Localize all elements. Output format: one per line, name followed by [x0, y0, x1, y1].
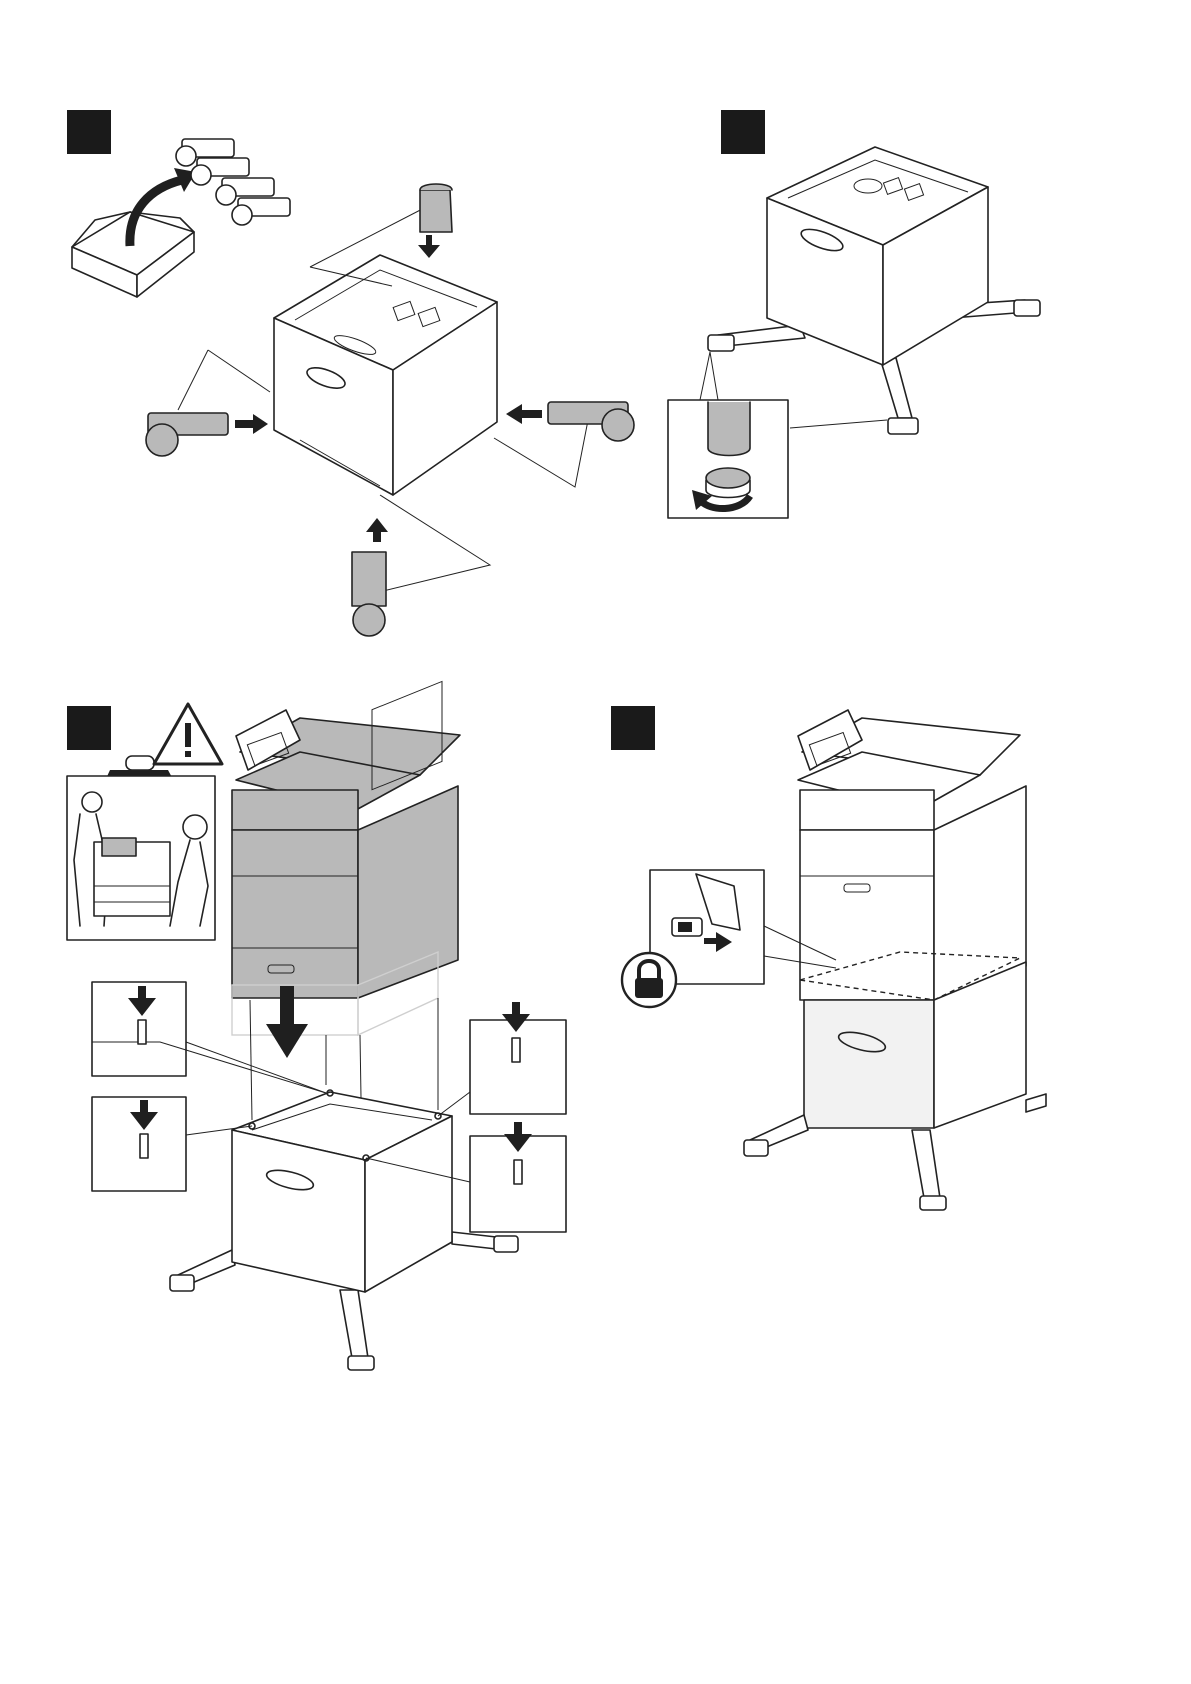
step-4-panel	[600, 690, 1191, 1410]
step-2-panel	[600, 0, 1191, 660]
bracket-icon	[176, 139, 290, 225]
step-3-panel	[0, 690, 600, 1410]
warning-icon	[154, 704, 222, 764]
step-2-illustration	[600, 0, 1191, 660]
step-1-panel	[0, 0, 600, 660]
bracket-icon	[352, 552, 386, 636]
stand-with-legs	[170, 1090, 518, 1370]
stand-with-legs	[708, 147, 1040, 434]
stand-cabinet	[274, 255, 497, 495]
bracket-icon	[420, 184, 452, 232]
push-arrow-icon	[506, 404, 542, 424]
stand-with-legs	[744, 962, 1046, 1210]
printer	[798, 710, 1026, 1000]
printer	[232, 681, 460, 998]
push-arrow-icon	[235, 414, 268, 434]
step-4-illustration	[600, 690, 1191, 1410]
push-arrow-icon	[366, 518, 388, 542]
step-3-illustration	[0, 690, 600, 1410]
lock-icon	[622, 953, 676, 1007]
step-1-illustration	[0, 0, 600, 660]
push-arrow-icon	[418, 235, 440, 258]
bracket-icon	[146, 413, 228, 456]
